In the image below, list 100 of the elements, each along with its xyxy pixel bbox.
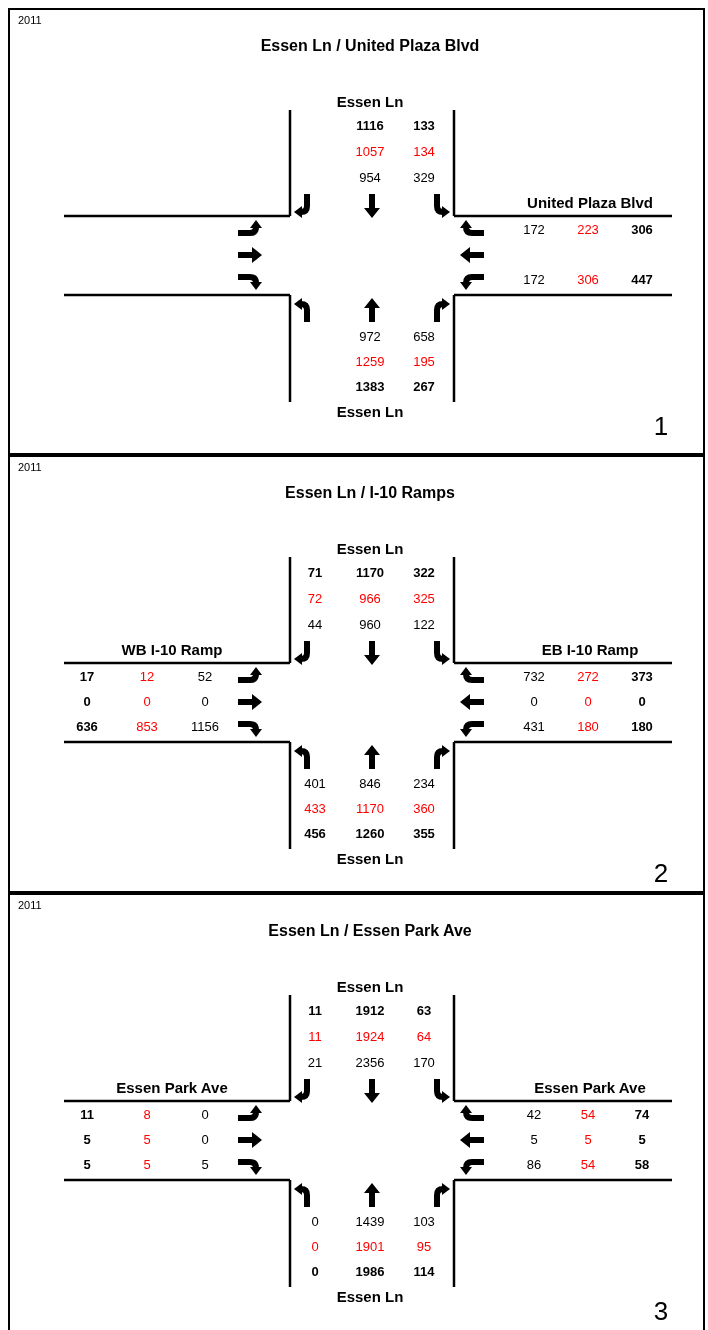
volume-count: 1259 xyxy=(355,354,385,370)
volume-count: 966 xyxy=(359,591,381,607)
volume-count: 1901 xyxy=(355,1239,385,1255)
volume-count: 1912 xyxy=(355,1003,385,1019)
volume-count: 63 xyxy=(416,1003,432,1019)
volume-count: 133 xyxy=(413,118,435,134)
volume-count: 1116 xyxy=(356,118,384,134)
volume-count: 17 xyxy=(79,669,95,685)
volume-count: 2356 xyxy=(355,1055,385,1071)
volume-count: 0 xyxy=(530,694,538,710)
volume-count: 5 xyxy=(83,1132,91,1148)
volume-count: 1170 xyxy=(355,565,385,581)
volume-count: 0 xyxy=(311,1214,319,1230)
street-name: EB I-10 Ramp xyxy=(541,641,639,659)
street-name: Essen Park Ave xyxy=(116,1079,228,1097)
street-name: Essen Ln xyxy=(336,93,404,111)
volume-count: 658 xyxy=(413,329,435,345)
volume-count: 172 xyxy=(523,272,545,288)
volume-count: 329 xyxy=(413,170,435,186)
volume-count: 267 xyxy=(413,379,435,395)
volume-count: 1924 xyxy=(355,1029,385,1045)
volume-count: 5 xyxy=(143,1157,151,1173)
volume-count: 54 xyxy=(580,1157,596,1173)
volume-count: 44 xyxy=(307,617,323,633)
volume-count: 21 xyxy=(307,1055,323,1071)
volume-count: 0 xyxy=(201,1107,209,1123)
intersection-panel xyxy=(8,893,705,1330)
volume-count: 1986 xyxy=(355,1264,385,1280)
volume-count: 5 xyxy=(83,1157,91,1173)
street-name: Essen Ln xyxy=(336,850,404,868)
volume-count: 12 xyxy=(139,669,155,685)
volume-count: 433 xyxy=(304,801,326,817)
volume-count: 373 xyxy=(631,669,653,685)
volume-count: 5 xyxy=(530,1132,538,1148)
volume-count: 1156 xyxy=(191,719,219,735)
volume-count: 0 xyxy=(311,1264,319,1280)
panel-number: 2 xyxy=(653,858,669,888)
street-name: Essen Ln xyxy=(336,403,404,421)
volume-count: 64 xyxy=(416,1029,432,1045)
volume-count: 72 xyxy=(307,591,323,607)
volume-count: 431 xyxy=(523,719,545,735)
volume-count: 1057 xyxy=(355,144,385,160)
street-name: United Plaza Blvd xyxy=(527,194,653,212)
volume-count: 447 xyxy=(631,272,653,288)
volume-count: 8 xyxy=(143,1107,151,1123)
volume-count: 5 xyxy=(638,1132,646,1148)
volume-count: 846 xyxy=(359,776,381,792)
volume-count: 5 xyxy=(584,1132,592,1148)
volume-count: 195 xyxy=(413,354,435,370)
street-name: Essen Ln xyxy=(336,540,404,558)
volume-count: 11 xyxy=(308,1003,322,1019)
volume-count: 180 xyxy=(631,719,653,735)
volume-count: 401 xyxy=(304,776,326,792)
volume-count: 853 xyxy=(136,719,158,735)
volume-count: 355 xyxy=(413,826,435,842)
volume-count: 0 xyxy=(201,694,209,710)
volume-count: 54 xyxy=(580,1107,596,1123)
volume-count: 52 xyxy=(197,669,213,685)
street-name: Essen Ln xyxy=(336,1288,404,1306)
volume-count: 972 xyxy=(359,329,381,345)
volume-count: 306 xyxy=(631,222,653,238)
volume-count: 122 xyxy=(413,617,435,633)
volume-count: 360 xyxy=(413,801,435,817)
volume-count: 234 xyxy=(413,776,435,792)
intersection-title: Essen Ln / Essen Park Ave xyxy=(268,922,472,940)
volume-count: 325 xyxy=(413,591,435,607)
volume-count: 134 xyxy=(413,144,435,160)
panel-number: 3 xyxy=(653,1296,669,1326)
intersection-panel xyxy=(8,455,705,893)
volume-count: 95 xyxy=(416,1239,432,1255)
volume-count: 960 xyxy=(359,617,381,633)
volume-count: 42 xyxy=(526,1107,542,1123)
volume-count: 11 xyxy=(80,1107,94,1123)
volume-count: 0 xyxy=(201,1132,209,1148)
volume-count: 1170 xyxy=(356,801,384,817)
volume-count: 180 xyxy=(577,719,599,735)
volume-count: 11 xyxy=(308,1029,322,1045)
volume-count: 732 xyxy=(523,669,545,685)
volume-count: 170 xyxy=(413,1055,435,1071)
volume-count: 114 xyxy=(413,1264,435,1280)
intersection-panel xyxy=(8,8,705,455)
volume-count: 1439 xyxy=(355,1214,385,1230)
volume-count: 172 xyxy=(523,222,545,238)
volume-count: 0 xyxy=(311,1239,319,1255)
volume-count: 1383 xyxy=(355,379,385,395)
volume-count: 5 xyxy=(143,1132,151,1148)
volume-count: 322 xyxy=(413,565,435,581)
volume-count: 456 xyxy=(304,826,326,842)
street-name: Essen Ln xyxy=(336,978,404,996)
year-label: 2011 xyxy=(18,461,42,474)
volume-count: 272 xyxy=(577,669,599,685)
street-name: WB I-10 Ramp xyxy=(121,641,223,659)
volume-count: 0 xyxy=(83,694,91,710)
street-name: Essen Park Ave xyxy=(534,1079,646,1097)
panel-number: 1 xyxy=(653,411,669,441)
volume-count: 1260 xyxy=(355,826,385,842)
volume-count: 223 xyxy=(577,222,599,238)
volume-count: 0 xyxy=(143,694,151,710)
volume-count: 71 xyxy=(307,565,323,581)
intersection-title: Essen Ln / United Plaza Blvd xyxy=(260,37,480,55)
